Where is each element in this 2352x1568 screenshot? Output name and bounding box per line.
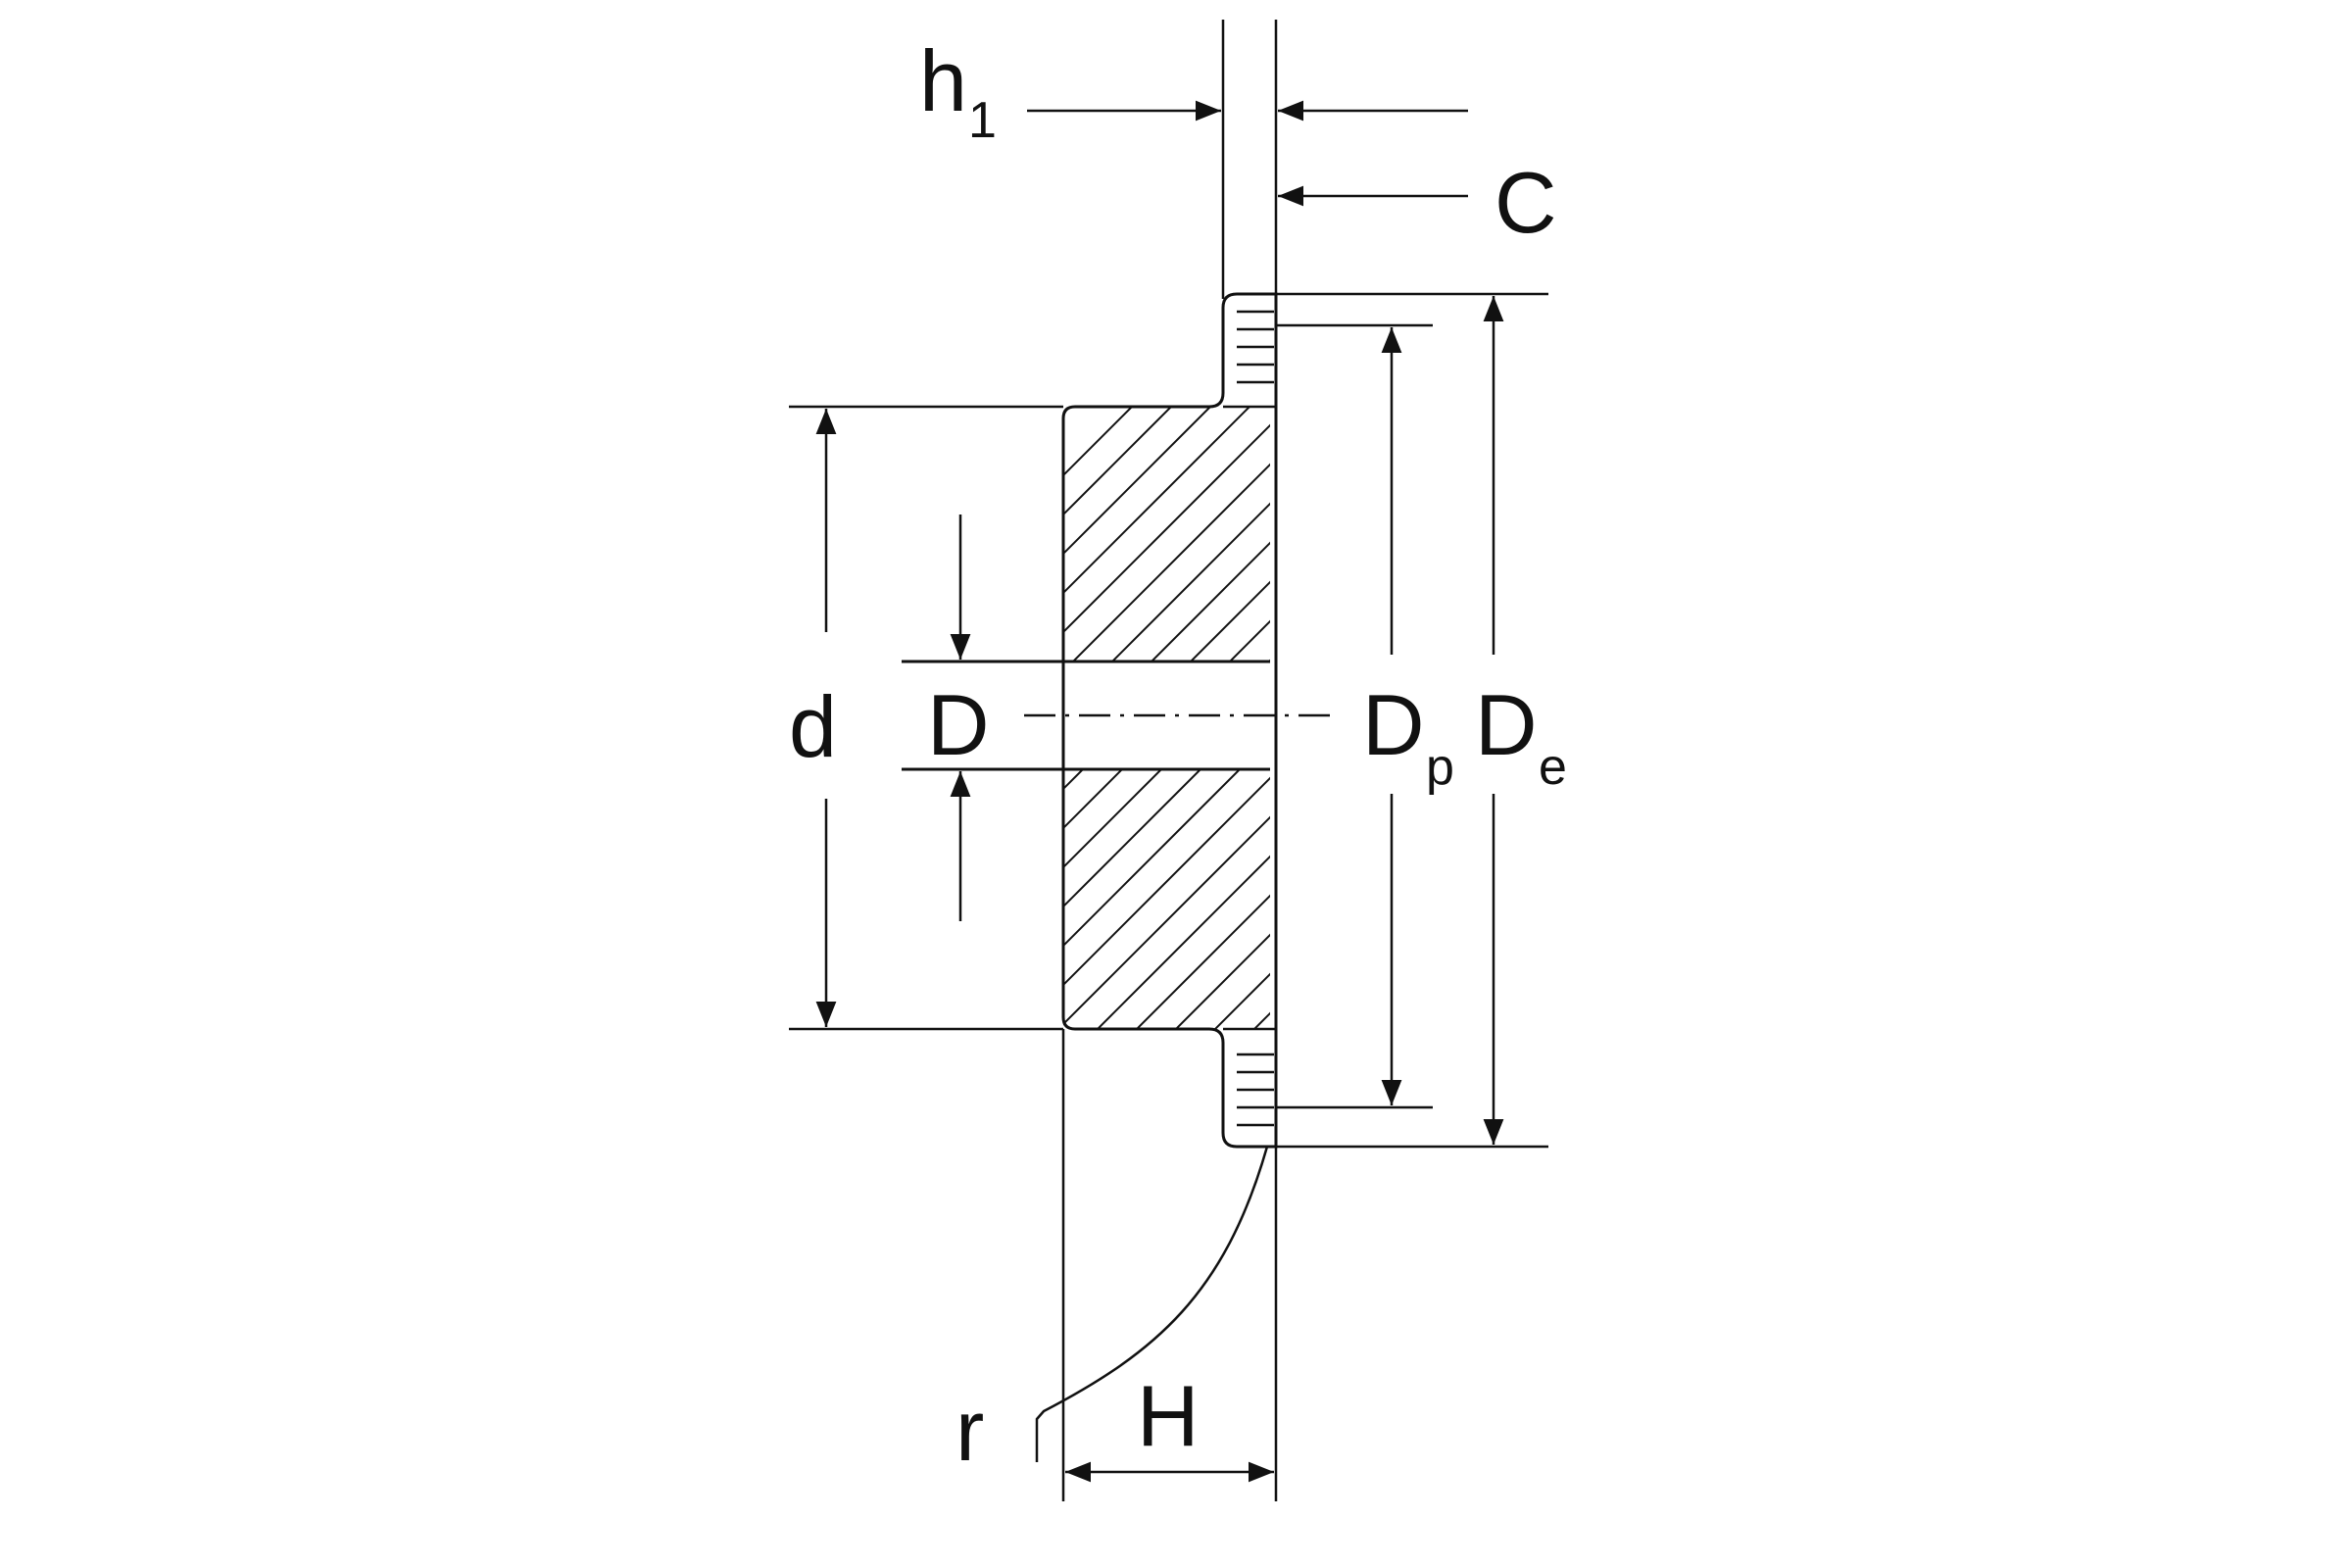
label-de-subscript: e (1539, 739, 1567, 796)
label-bore-D: D (927, 676, 990, 773)
label-dp-subscript: p (1426, 739, 1454, 796)
section-hatching-lower (1063, 769, 1270, 1029)
label-h1: h (919, 32, 967, 129)
label-h1-subscript: 1 (968, 92, 997, 149)
label-dp: D (1362, 676, 1425, 773)
section-hatching-upper (1063, 407, 1270, 662)
label-c: C (1494, 154, 1557, 251)
label-H: H (1137, 1367, 1200, 1464)
tooth-marks-top (1237, 310, 1274, 384)
label-d: d (789, 678, 837, 775)
sprocket-section-outline (1061, 292, 1278, 1149)
label-de: D (1475, 676, 1538, 773)
radius-leader-line (1035, 1146, 1269, 1462)
tooth-marks-bottom (1237, 1053, 1274, 1127)
label-r: r (956, 1382, 984, 1479)
